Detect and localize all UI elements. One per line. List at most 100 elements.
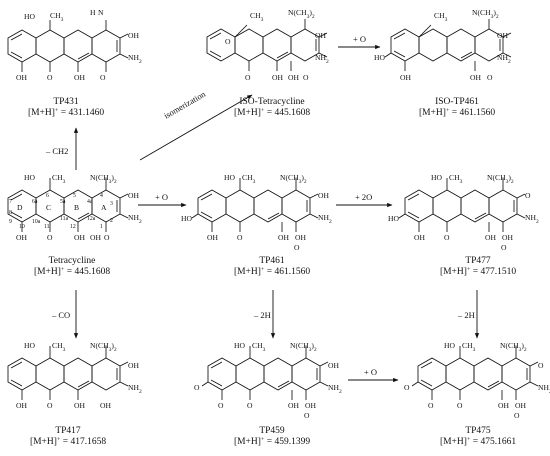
svg-text:CH3: CH3 (242, 173, 256, 185)
svg-text:HO: HO (224, 173, 235, 182)
structure-tetracycline (7, 178, 129, 232)
svg-text:OH: OH (498, 401, 509, 410)
svg-text:O: O (225, 37, 231, 46)
svg-text:N: N (98, 8, 104, 17)
svg-text:NH2: NH2 (128, 213, 142, 225)
compound-name: TP417 (55, 426, 81, 436)
atoms-tp477: HO CH3 N(CH3)2 O NH2 HO OH O OH OH O (388, 173, 539, 252)
svg-text:NH2: NH2 (318, 213, 332, 225)
svg-text:NH2: NH2 (538, 383, 550, 395)
label-plus-2o: + 2O (355, 192, 373, 202)
compound-label-iso-tetracycline: ISO-Tetracycline [M+H]+ = 445.1608 (234, 97, 310, 119)
svg-text:O: O (194, 383, 200, 392)
compound-name: ISO-TP461 (435, 97, 479, 107)
compound-name: TP459 (259, 426, 285, 436)
label-minus-2h-2: – 2H (458, 310, 475, 320)
svg-text:O: O (104, 233, 110, 242)
svg-text:B: B (74, 203, 79, 212)
svg-text:OH: OH (318, 191, 329, 200)
arrow-tc-to-iso (139, 94, 253, 161)
svg-text:O: O (538, 361, 544, 370)
compound-mass-line: [M+H]+ = 461.1560 (418, 108, 496, 118)
svg-text:OH: OH (288, 73, 299, 82)
structure-tp431 (7, 20, 129, 72)
svg-text:O: O (444, 233, 450, 242)
svg-text:HO: HO (444, 341, 455, 350)
svg-text:OH: OH (272, 73, 283, 82)
compound-label-tp431: TP431 [M+H]+ = 431.1460 (28, 97, 104, 119)
svg-text:N(CH3)2: N(CH3)2 (290, 341, 317, 353)
svg-text:CH3: CH3 (462, 341, 476, 353)
svg-text:N(CH3)2: N(CH3)2 (472, 8, 499, 20)
svg-text:OH: OH (470, 73, 481, 82)
atoms-tp461: HO CH3 N(CH3)2 OH NH2 HO OH O OH OH O (181, 173, 332, 252)
label-minus-ch2: – CH2 (46, 146, 69, 156)
svg-text:2: 2 (110, 218, 113, 224)
svg-text:O: O (404, 383, 410, 392)
compound-mass-line: [M+H]+ = 445.1608 (33, 267, 111, 277)
label-plus-o-2: + O (353, 34, 367, 44)
svg-text:CH3: CH3 (50, 11, 64, 23)
compound-label-tp417: TP417 [M+H]+ = 417.1658 (30, 426, 106, 448)
svg-text:OH: OH (497, 31, 508, 40)
svg-text:O: O (501, 243, 507, 252)
svg-text:OH: OH (295, 233, 306, 242)
structure-tp477 (398, 178, 526, 232)
svg-text:OH: OH (100, 401, 111, 410)
svg-text:3: 3 (110, 201, 113, 207)
svg-text:5a: 5a (60, 199, 66, 205)
svg-text:OH: OH (288, 401, 299, 410)
svg-text:OH: OH (74, 73, 85, 82)
structure-iso-tp461 (384, 19, 512, 71)
structure-tp417 (7, 346, 129, 400)
svg-text:O: O (245, 73, 251, 82)
compound-label-tp461: TP461 [M+H]+ = 461.1560 (234, 256, 310, 278)
svg-text:HO: HO (181, 214, 192, 223)
svg-text:9: 9 (9, 219, 12, 225)
atoms-tp431: HO CH3 H N OH NH2 OH O OH O (16, 8, 142, 82)
svg-text:H: H (90, 8, 96, 17)
svg-text:HO: HO (24, 12, 35, 21)
svg-text:OH: OH (328, 361, 339, 370)
compound-name: TP477 (465, 256, 491, 266)
label-plus-o-3: + O (364, 367, 378, 377)
svg-text:OH: OH (128, 31, 139, 40)
svg-text:HO: HO (24, 341, 35, 350)
svg-text:HO: HO (234, 341, 245, 350)
svg-text:NH2: NH2 (497, 53, 511, 65)
svg-text:CH3: CH3 (52, 341, 66, 353)
svg-text:N(CH3)2: N(CH3)2 (500, 341, 527, 353)
svg-text:N(CH3)2: N(CH3)2 (487, 173, 514, 185)
svg-text:O: O (487, 73, 493, 82)
svg-text:O: O (100, 73, 106, 82)
atoms-tp417: HO CH3 N(CH3)2 OH NH2 OH O OH OH (16, 341, 142, 410)
svg-text:O: O (304, 411, 310, 420)
compound-mass-line: [M+H]+ = 417.1658 (29, 437, 107, 447)
compound-label-tetracycline: Tetracycline [M+H]+ = 445.1608 (34, 256, 110, 278)
svg-text:OH: OH (74, 233, 85, 242)
svg-text:7: 7 (9, 199, 12, 205)
svg-text:D: D (17, 203, 23, 212)
svg-text:NH2: NH2 (128, 53, 142, 65)
compound-name: TP475 (465, 426, 491, 436)
svg-text:C: C (46, 203, 51, 212)
svg-text:11: 11 (44, 224, 50, 230)
svg-text:O: O (303, 73, 309, 82)
svg-text:CH3: CH3 (52, 173, 66, 185)
svg-text:OH: OH (278, 233, 289, 242)
svg-text:CH3: CH3 (449, 173, 463, 185)
svg-text:N(CH3)2: N(CH3)2 (288, 8, 315, 20)
svg-text:O: O (47, 401, 53, 410)
svg-text:N(CH3)2: N(CH3)2 (90, 341, 117, 353)
svg-text:O: O (47, 233, 53, 242)
svg-text:CH3: CH3 (252, 341, 266, 353)
compound-mass-line: [M+H]+ = 475.1661 (439, 437, 517, 447)
compound-name: TP431 (53, 97, 79, 107)
svg-text:O: O (47, 73, 53, 82)
compound-mass-line: [M+H]+ = 431.1460 (27, 108, 105, 118)
svg-text:HO: HO (431, 173, 442, 182)
svg-text:O: O (237, 233, 243, 242)
svg-text:11a: 11a (60, 216, 69, 222)
svg-text:OH: OH (502, 233, 513, 242)
